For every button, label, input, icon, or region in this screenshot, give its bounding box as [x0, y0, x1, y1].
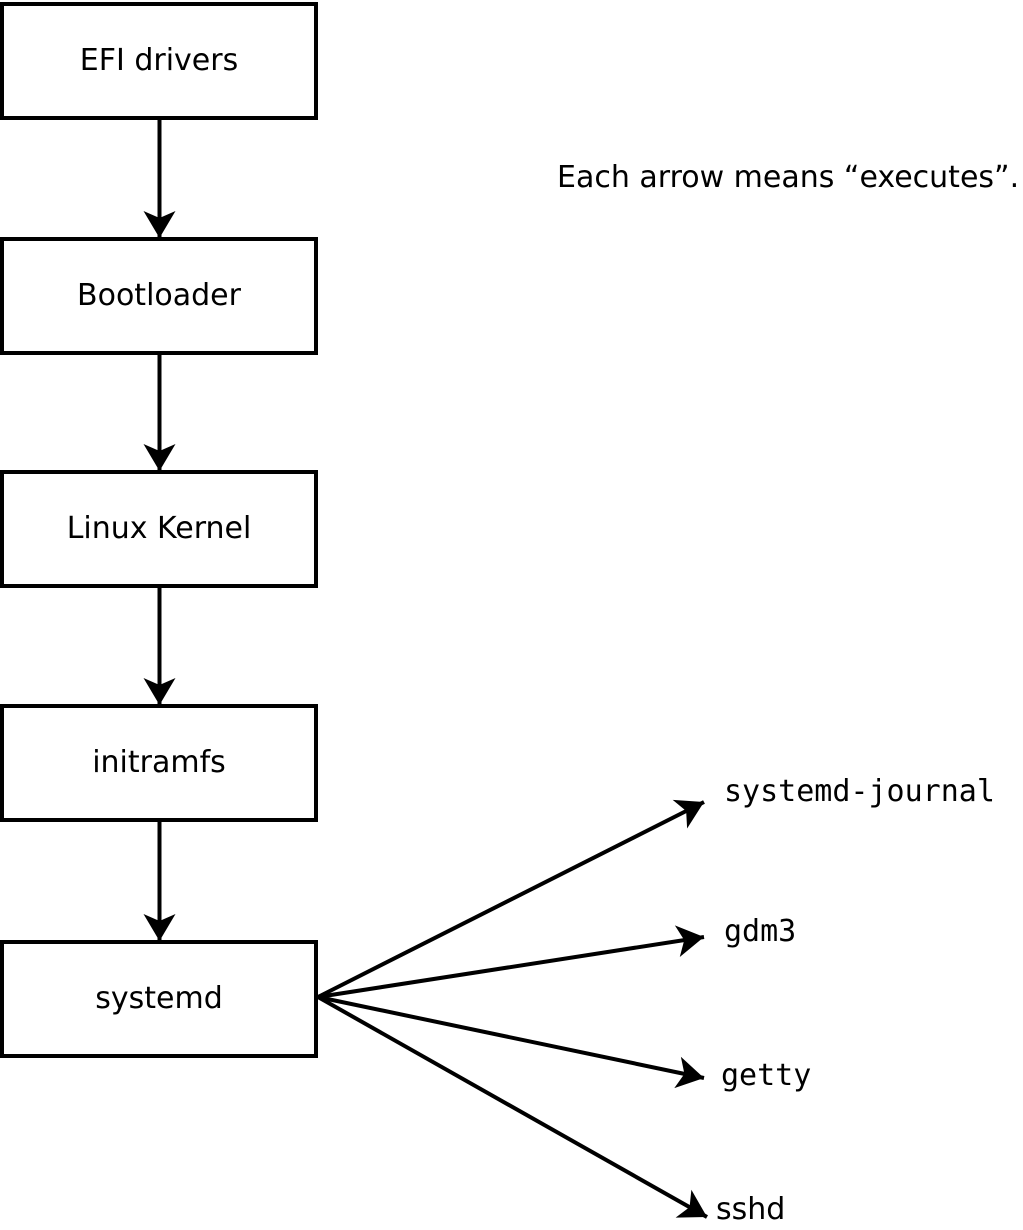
branch-label-getty: getty — [721, 1058, 812, 1093]
arrow-systemd-to-sshd — [317, 995, 708, 1219]
branch-label-sshd: sshd — [716, 1192, 786, 1227]
node-label: systemd — [95, 981, 223, 1016]
node-label: EFI drivers — [79, 43, 239, 78]
flow-node-initramfs: initramfs — [0, 704, 318, 822]
node-label: Linux Kernel — [66, 511, 252, 546]
flow-node-systemd: systemd — [0, 940, 318, 1058]
branch-label-systemd-journal: systemd-journal — [724, 774, 995, 809]
branch-label-gdm3: gdm3 — [724, 914, 797, 949]
node-label: Bootloader — [77, 278, 241, 313]
flow-node-bootloader: Bootloader — [0, 237, 318, 355]
flow-node-efi-drivers: EFI drivers — [0, 2, 318, 120]
arrow-systemd-to-getty — [317, 995, 705, 1089]
arrow-systemd-to-journal — [317, 799, 705, 999]
node-label: initramfs — [92, 745, 226, 780]
flow-node-linux-kernel: Linux Kernel — [0, 470, 318, 588]
arrow-systemd-to-gdm3 — [317, 925, 705, 999]
legend-text: Each arrow means “executes”. — [557, 160, 1020, 195]
